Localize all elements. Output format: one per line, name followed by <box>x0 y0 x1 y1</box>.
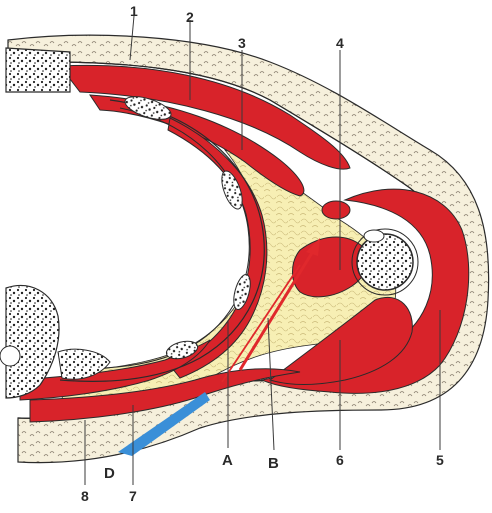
tendon-oval <box>364 230 384 242</box>
clavicle-bone <box>6 48 70 92</box>
humerus-head <box>357 234 413 290</box>
label-6: 6 <box>336 452 344 468</box>
label-D: D <box>104 465 115 482</box>
spinal-canal <box>0 346 20 366</box>
label-B: B <box>268 455 279 472</box>
label-8: 8 <box>81 488 89 504</box>
label-2: 2 <box>186 9 194 25</box>
label-4: 4 <box>336 35 344 51</box>
label-1: 1 <box>130 3 138 19</box>
label-A: A <box>222 452 233 469</box>
label-7: 7 <box>129 488 137 504</box>
coracoid-bone <box>322 201 350 219</box>
label-5: 5 <box>436 452 444 468</box>
label-3: 3 <box>238 35 246 51</box>
